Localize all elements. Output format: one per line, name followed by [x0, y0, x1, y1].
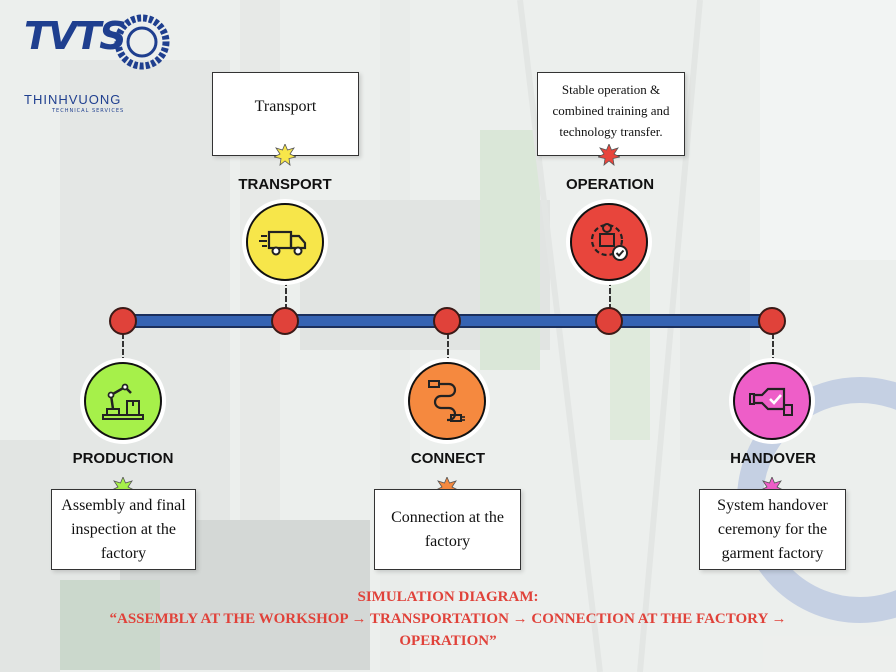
transport-badge: [246, 203, 324, 281]
handover-check-icon: [749, 387, 793, 416]
caption-line-1: SIMULATION DIAGRAM:: [357, 589, 539, 605]
connector-operation: [609, 280, 611, 310]
connector-handover: [772, 333, 774, 363]
connect-badge: [408, 362, 486, 440]
star-marker-icon: [598, 144, 620, 166]
company-logo: TVTS THINHVUONG TECHNICAL SERVICES: [24, 14, 170, 114]
gear-logo-icon: [114, 14, 170, 70]
handover-description-box: System handover ceremony for the garment…: [699, 489, 846, 570]
logo-brand: THINHVUONG: [24, 92, 122, 107]
operation-title: OPERATION: [565, 176, 655, 193]
gear-check-icon: [590, 223, 628, 261]
operation-description-box: Stable operation & combined training and…: [537, 72, 685, 156]
caption-line-2: “ASSEMBLY AT THE WORKSHOP → TRANSPORTATI…: [109, 611, 787, 649]
truck-icon: [259, 230, 307, 256]
timeline-node-operation: [595, 307, 623, 335]
connect-title: CONNECT: [410, 450, 486, 467]
production-description: Assembly and final inspection at the fac…: [61, 496, 186, 562]
diagram-caption: SIMULATION DIAGRAM: “ASSEMBLY AT THE WOR…: [90, 586, 806, 652]
timeline-node-production: [109, 307, 137, 335]
transport-description: Transport: [254, 98, 317, 115]
transport-description-box: Transport: [212, 72, 359, 156]
handover-title: HANDOVER: [730, 450, 816, 467]
handover-badge: [733, 362, 811, 440]
timeline-node-handover: [758, 307, 786, 335]
logo-mark: TVTS: [24, 14, 127, 58]
transport-title: TRANSPORT: [238, 176, 332, 193]
connect-description-box: Connection at the factory: [374, 489, 521, 570]
production-description-box: Assembly and final inspection at the fac…: [51, 489, 196, 570]
production-title: PRODUCTION: [72, 450, 174, 467]
connector-transport: [285, 280, 287, 310]
connector-connect: [447, 333, 449, 363]
star-marker-icon: [274, 144, 296, 166]
handover-description: System handover ceremony for the garment…: [717, 496, 828, 562]
connect-description: Connection at the factory: [391, 508, 504, 550]
cable-connector-icon: [428, 380, 465, 422]
robot-arm-icon: [102, 383, 144, 420]
logo-subtitle: TECHNICAL SERVICES: [52, 108, 125, 114]
operation-description: Stable operation & combined training and…: [552, 81, 670, 139]
operation-badge: [570, 203, 648, 281]
production-badge: [84, 362, 162, 440]
timeline-node-connect: [433, 307, 461, 335]
connector-production: [122, 333, 124, 363]
timeline-node-transport: [271, 307, 299, 335]
